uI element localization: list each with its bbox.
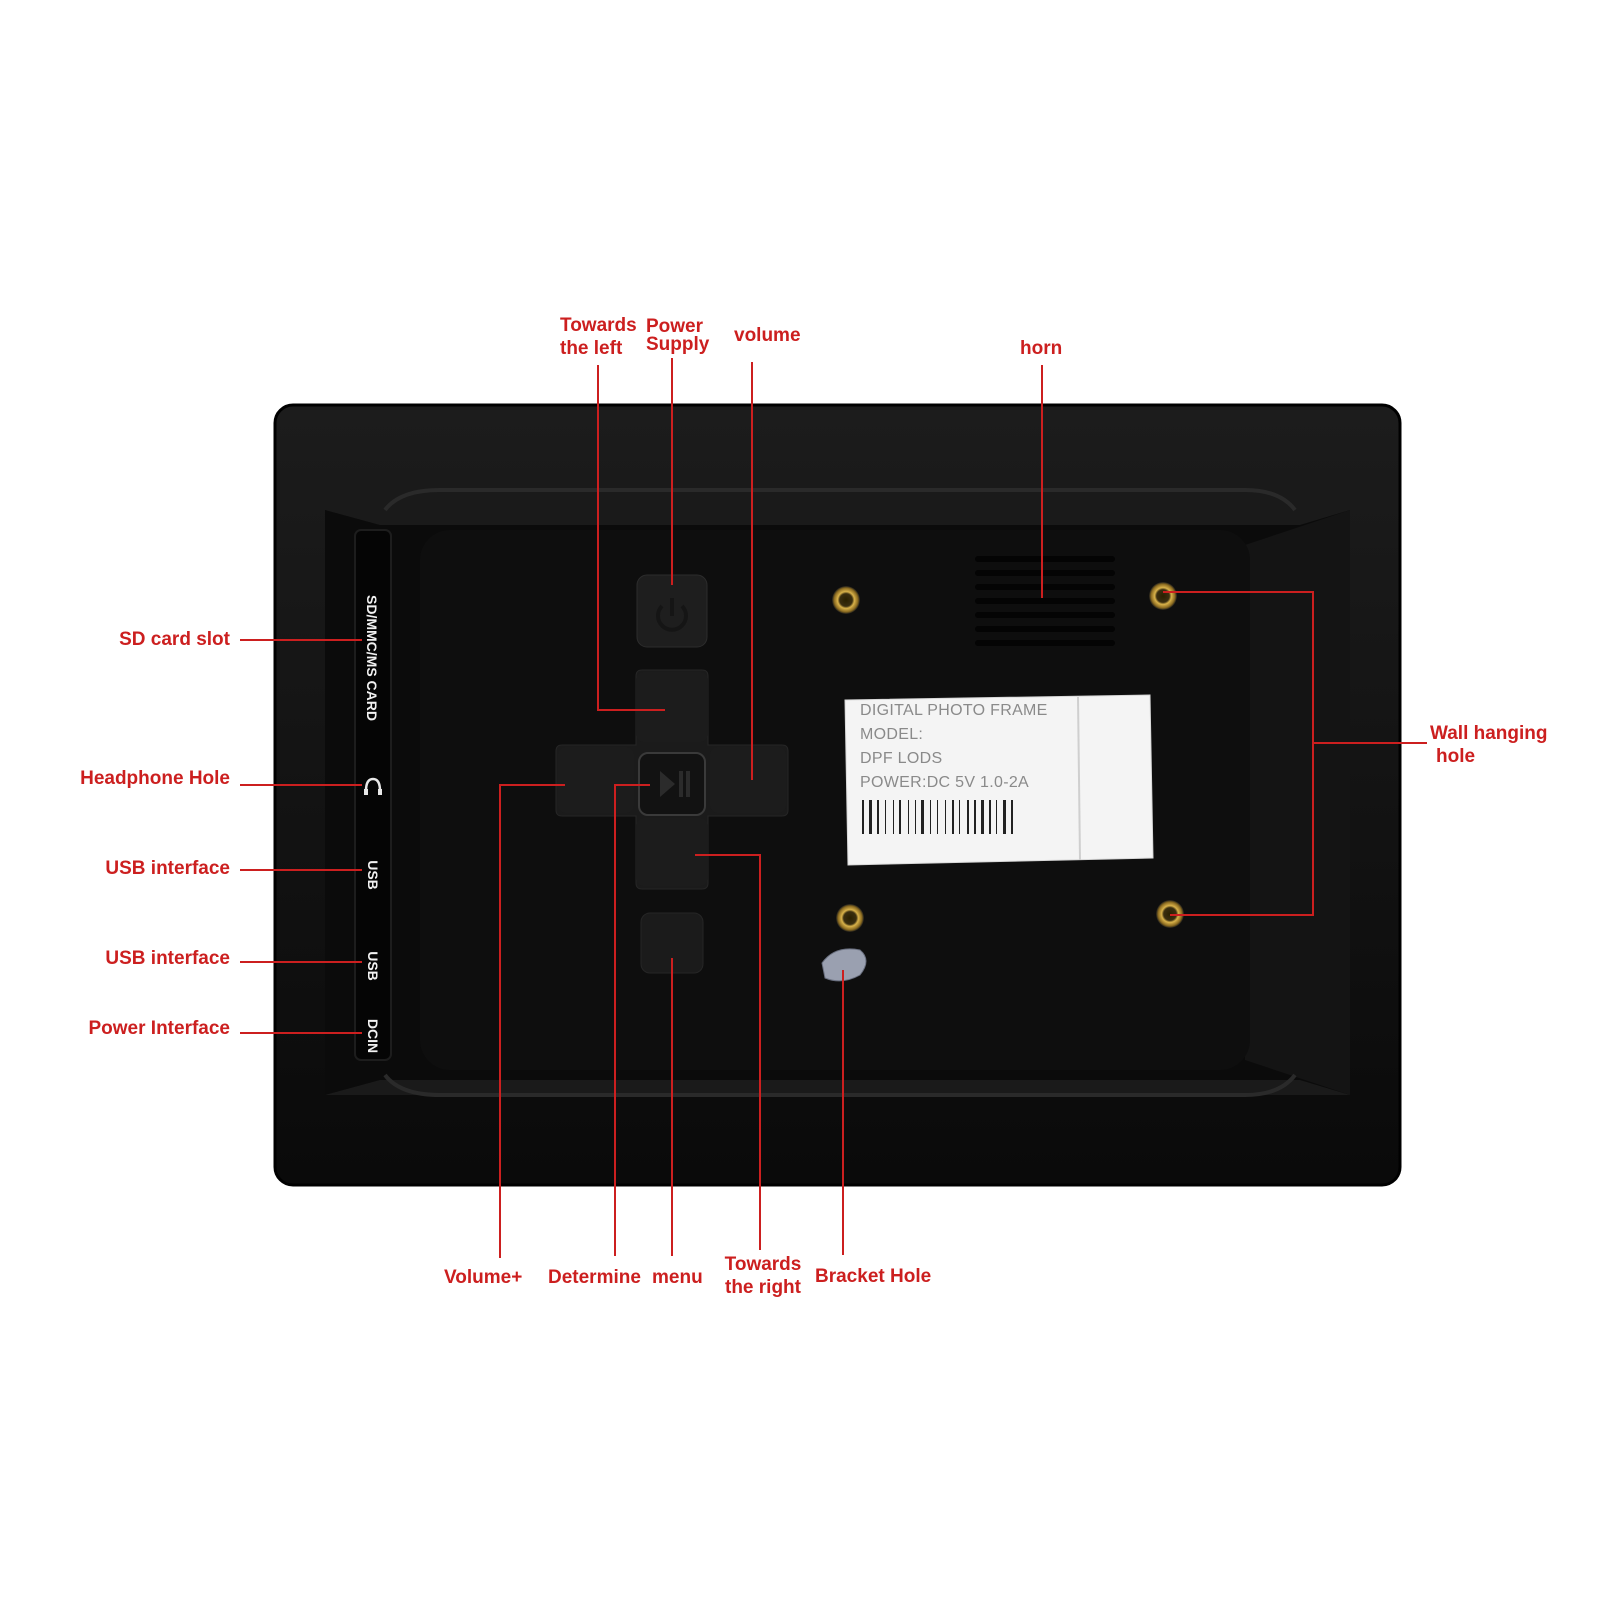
frame-back-panel <box>273 403 1402 1187</box>
barcode-bar <box>1011 800 1013 834</box>
barcode-bar <box>1003 800 1006 834</box>
callout-usb-interface-1: USB interface <box>105 858 230 879</box>
barcode-bar <box>952 800 954 834</box>
volume-button[interactable] <box>710 747 786 813</box>
power-icon <box>656 598 688 632</box>
barcode-bar <box>893 800 894 834</box>
dcin-port-label: DCIN <box>365 1018 381 1054</box>
sticker-line-2: MODEL: <box>860 726 924 743</box>
play-pause-icon <box>660 771 690 797</box>
barcode-bar <box>981 800 984 834</box>
barcode-bar <box>899 800 901 834</box>
callout-towards-right: Towards the right <box>718 1253 808 1299</box>
side-port-strip <box>354 529 392 1061</box>
callout-towards-right-line2: the right <box>725 1277 801 1298</box>
barcode-bar <box>996 800 997 834</box>
callout-bracket-hole: Bracket Hole <box>815 1266 932 1287</box>
barcode-bar <box>959 800 960 834</box>
volume-minus-button[interactable] <box>558 747 634 813</box>
usb-port-label-1: USB <box>365 860 381 890</box>
barcode-bar <box>945 800 946 834</box>
callout-power-supply-line1: Power <box>646 316 704 337</box>
callout-volume: volume <box>734 325 801 346</box>
callout-volume-plus: Volume+ <box>444 1267 523 1288</box>
headphone-icon <box>364 777 382 795</box>
callout-wall-hanging-line1: Wall hanging <box>1430 723 1548 744</box>
screw-hole-bottom-left <box>836 904 864 932</box>
barcode-bar <box>937 800 938 834</box>
wall-hanging-hole-top <box>1149 582 1177 610</box>
sticker-line-1: DIGITAL PHOTO FRAME <box>860 702 1048 719</box>
callout-wall-hanging-line2: hole <box>1436 746 1476 767</box>
button-cluster <box>555 574 789 974</box>
callout-wall-hanging-hole: Wall hanging hole <box>1430 722 1548 768</box>
card-slot-label: SD/MMC/MS CARD <box>364 595 380 721</box>
screw-hole-top-left <box>832 586 860 614</box>
barcode-bar <box>885 800 886 834</box>
callout-towards-left-line2: the left <box>560 338 623 359</box>
callout-power-supply: Power Supply <box>646 316 710 355</box>
barcode <box>862 800 1013 834</box>
callout-power-supply-line2: Supply <box>646 334 710 355</box>
right-button[interactable] <box>636 818 708 886</box>
barcode-bar <box>921 800 924 834</box>
callout-headphone-hole: Headphone Hole <box>80 768 230 789</box>
callout-lines <box>240 358 1427 1258</box>
barcode-bar <box>930 800 931 834</box>
sticker-line-4: POWER:DC 5V 1.0-2A <box>860 774 1030 791</box>
callout-sd-card-slot: SD card slot <box>119 629 230 650</box>
callout-horn: horn <box>1020 338 1063 359</box>
barcode-bar <box>862 800 864 834</box>
barcode-bar <box>869 800 872 834</box>
callout-usb-interface-2: USB interface <box>105 948 230 969</box>
usb-port-label-2: USB <box>365 951 381 981</box>
left-button[interactable] <box>636 672 708 742</box>
sticker-line-3: DPF LODS <box>860 750 943 767</box>
barcode-bar <box>915 800 916 834</box>
callout-towards-left: Towards the left <box>560 314 637 360</box>
product-sticker <box>844 694 1154 866</box>
speaker-grille <box>975 556 1115 646</box>
callout-power-interface: Power Interface <box>88 1018 231 1039</box>
callout-towards-left-line1: Towards <box>560 315 637 336</box>
barcode-bar <box>974 800 976 834</box>
callout-menu: menu <box>652 1267 703 1288</box>
barcode-bar <box>877 800 879 834</box>
barcode-bar <box>908 800 909 834</box>
barcode-bar <box>967 800 969 834</box>
callout-towards-right-line1: Towards <box>724 1254 802 1275</box>
barcode-bar <box>989 800 991 834</box>
bracket-hole <box>821 948 867 982</box>
callout-determine: Determine <box>548 1267 641 1288</box>
